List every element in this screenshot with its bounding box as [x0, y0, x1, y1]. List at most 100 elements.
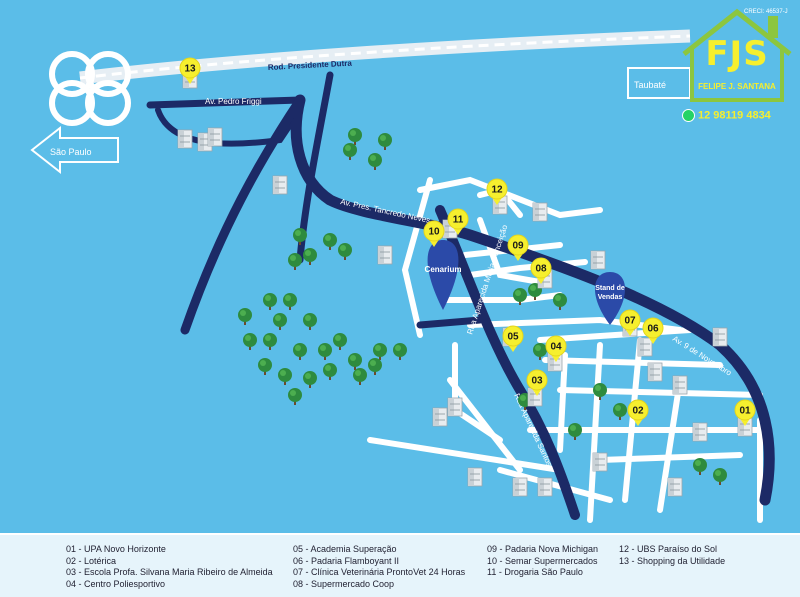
tree-icon — [288, 253, 302, 270]
pin-04[interactable]: 04 — [545, 335, 567, 362]
building-icon — [207, 127, 223, 147]
building-icon — [447, 397, 463, 417]
pin-05[interactable]: 05 — [502, 325, 524, 352]
stand-label-1: Stand de — [595, 285, 625, 292]
legend-item: 12 - UBS Paraíso do Sol — [619, 544, 718, 554]
tree-icon — [693, 458, 707, 475]
street-grid — [367, 176, 763, 523]
road-label-dutra: Rod. Presidente Dutra — [268, 59, 353, 72]
building-icon — [467, 467, 483, 487]
legend-item: 13 - Shopping da Utilidade — [619, 555, 726, 566]
tree-icon — [593, 383, 607, 400]
pin-label: 03 — [531, 376, 543, 387]
pin-09[interactable]: 09 — [507, 234, 529, 261]
tree-icon — [348, 128, 362, 145]
tree-icon — [263, 333, 277, 350]
tree-icon — [343, 143, 357, 160]
tree-icon — [278, 368, 292, 385]
pin-label: 04 — [550, 342, 562, 353]
legend-item: 01 - UPA Novo Horizonte — [66, 544, 166, 554]
pin-07[interactable]: 07 — [619, 309, 641, 336]
tree-icon — [273, 313, 287, 330]
tree-icon — [393, 343, 407, 360]
pin-08[interactable]: 08 — [530, 257, 552, 284]
building-icon — [532, 202, 548, 222]
building-icon — [712, 327, 728, 347]
stand-vendas-marker[interactable]: Stand de Vendas — [594, 272, 626, 325]
cenarium-marker[interactable]: Cenarium — [425, 240, 462, 310]
legend-item: 08 - Supermercado Coop — [293, 578, 395, 589]
tree-icon — [238, 308, 252, 325]
pin-03[interactable]: 03 — [526, 369, 548, 396]
pin-label: 08 — [535, 264, 547, 275]
pin-label: 06 — [647, 324, 659, 335]
legend-item: 02 - Lotérica — [66, 555, 117, 566]
stand-label-2: Vendas — [598, 294, 623, 301]
tree-icon — [318, 343, 332, 360]
pin-label: 01 — [739, 406, 751, 417]
pin-label: 02 — [632, 406, 644, 417]
legend-item: 10 - Semar Supermercados — [487, 555, 598, 566]
legend-item: 05 - Academia Superação — [293, 544, 397, 554]
direction-label-taubate: Taubaté — [634, 80, 666, 90]
pin-10[interactable]: 10 — [423, 220, 445, 247]
tree-icon — [283, 293, 297, 310]
pin-01[interactable]: 01 — [734, 399, 756, 426]
pin-13[interactable]: 13 — [179, 57, 201, 84]
tree-icon — [368, 153, 382, 170]
tree-icon — [373, 343, 387, 360]
building-icon — [637, 337, 653, 357]
building-icon — [692, 422, 708, 442]
brand-name: FELIPE J. SANTANA — [698, 82, 776, 91]
pin-label: 05 — [507, 332, 519, 343]
pin-label: 10 — [428, 227, 440, 238]
pin-label: 13 — [184, 64, 196, 75]
pin-02[interactable]: 02 — [627, 399, 649, 426]
pin-label: 12 — [491, 185, 503, 196]
poi-pins: 01 02 03 04 05 06 07 08 09 10 11 12 13 — [179, 57, 756, 426]
building-icon — [592, 452, 608, 472]
building-icon — [377, 245, 393, 265]
house-outline-icon — [682, 8, 792, 102]
tree-icon — [333, 333, 347, 350]
tree-icon — [353, 368, 367, 385]
direction-sao-paulo: São Paulo — [30, 125, 119, 175]
pin-label: 09 — [512, 241, 524, 252]
pin-06[interactable]: 06 — [642, 317, 664, 344]
tree-icon — [323, 233, 337, 250]
pin-label: 11 — [453, 215, 464, 226]
brand-logo: CRECI: 46537-J FJS FELIPE J. SANTANA 12 … — [678, 4, 796, 122]
whatsapp-icon — [682, 109, 695, 122]
tree-icon — [323, 363, 337, 380]
tree-icon — [348, 353, 362, 370]
pin-11[interactable]: 11 — [447, 208, 469, 235]
map-canvas: Rod. Presidente Dutra Av. Pedro Friggi A… — [30, 29, 775, 523]
legend-item: 07 - Clínica Veterinária ProntoVet 24 Ho… — [293, 567, 466, 577]
building-icon — [647, 362, 663, 382]
highway-dutra — [49, 29, 691, 126]
building-icon — [177, 129, 193, 149]
tree-icon — [288, 388, 302, 405]
legend-item: 09 - Padaria Nova Michigan — [487, 544, 599, 554]
building-icon — [672, 375, 688, 395]
tree-icon — [303, 371, 317, 388]
tree-icon — [263, 293, 277, 310]
legend-item: 06 - Padaria Flamboyant II — [293, 555, 400, 566]
main-roads — [146, 71, 775, 520]
legend-item: 11 - Drogaria São Paulo — [487, 567, 583, 577]
tree-icon — [303, 248, 317, 265]
building-cluster — [177, 69, 753, 497]
brand-phone: 12 98119 4834 — [682, 109, 798, 122]
legend-item: 04 - Centro Poliesportivo — [66, 578, 166, 589]
tree-icon — [513, 288, 527, 305]
brand-phone-number: 12 98119 4834 — [698, 109, 771, 122]
pin-12[interactable]: 12 — [486, 178, 508, 205]
legend-item: 03 - Escola Profa. Silvana Maria Ribeiro… — [66, 567, 273, 577]
tree-icon — [368, 358, 382, 375]
